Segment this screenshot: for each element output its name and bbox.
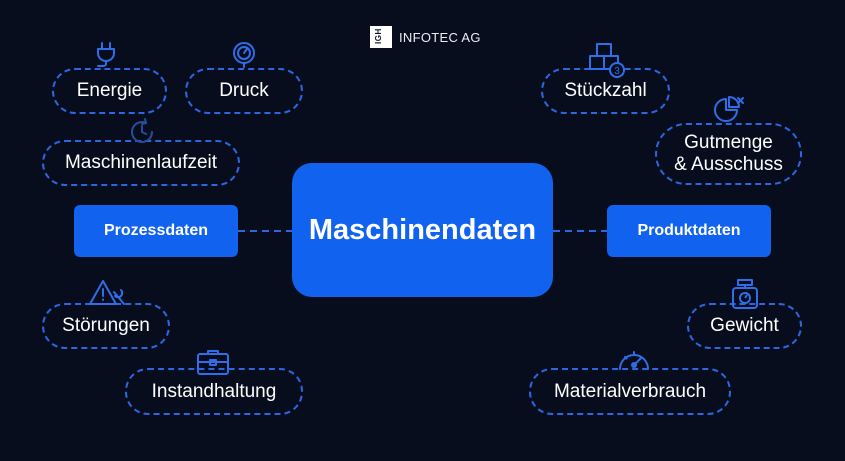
item-gewicht: Gewicht (687, 303, 802, 349)
item-materialverbrauch-label: Materialverbrauch (553, 380, 707, 402)
item-maschinenlaufzeit-label: Maschinenlaufzeit (64, 152, 218, 174)
item-stueckzahl-label: Stückzahl (564, 80, 647, 102)
item-gutmenge-ausschuss: Gutmenge & Ausschuss (655, 123, 802, 185)
item-instandhaltung-label: Instandhaltung (151, 380, 277, 402)
brand-logo: IGH (370, 26, 392, 48)
item-energie: Energie (52, 68, 167, 114)
item-druck: Druck (185, 68, 303, 114)
scale-icon (732, 279, 758, 309)
item-druck-label: Druck (219, 80, 269, 102)
pressure-gauge-icon (233, 42, 255, 68)
brand-logo-text: IGH (374, 28, 383, 44)
item-instandhaltung: Instandhaltung (125, 368, 303, 415)
svg-text:3: 3 (614, 66, 620, 77)
warning-wrench-icon (89, 280, 125, 305)
item-gutmenge-label-line1: Gutmenge (684, 132, 773, 154)
item-stoerungen-label: Störungen (62, 315, 150, 337)
category-prozessdaten-label: Prozessdaten (103, 222, 209, 239)
item-materialverbrauch: Materialverbrauch (529, 368, 731, 415)
brand-header: IGH INFOTEC AG (370, 26, 481, 48)
brand-name: INFOTEC AG (399, 29, 481, 45)
center-label: Maschinendaten (308, 213, 537, 246)
item-gewicht-label: Gewicht (710, 315, 779, 337)
clock-cycle-icon (131, 118, 154, 144)
category-produktdaten-label: Produktdaten (637, 222, 741, 239)
center-node: Maschinendaten (292, 163, 553, 297)
category-produktdaten: Produktdaten (607, 205, 771, 257)
speedometer-icon (619, 351, 649, 370)
item-energie-label: Energie (76, 80, 143, 102)
item-gutmenge-label-line2: & Ausschuss (674, 154, 783, 175)
pie-chart-reject-icon (714, 96, 744, 122)
toolbox-icon (197, 350, 229, 375)
boxes-count-icon: 3 (589, 43, 625, 78)
category-prozessdaten: Prozessdaten (74, 205, 238, 257)
power-plug-icon (97, 42, 115, 67)
